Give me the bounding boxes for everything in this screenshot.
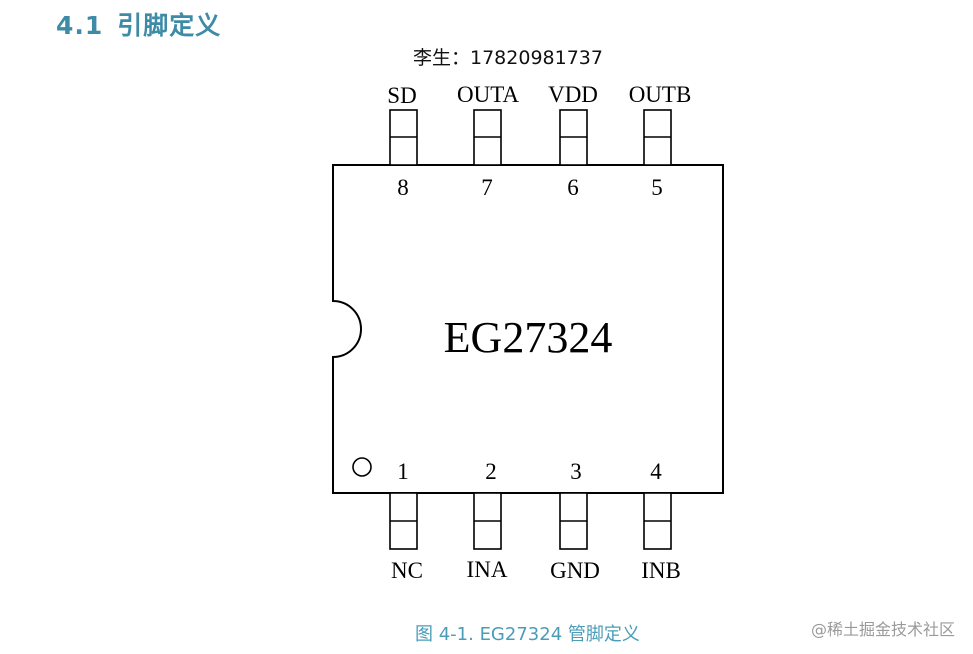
watermark: @稀土掘金技术社区 — [810, 620, 955, 639]
pin-7-number: 7 — [481, 175, 493, 200]
bottom-pin-group: 1 2 3 4 NC INA GND INB — [389, 459, 681, 583]
pin-6-number: 6 — [567, 175, 579, 200]
pin-8-number: 8 — [397, 175, 409, 200]
contact-info: 李生：17820981737 — [413, 47, 603, 69]
section-title-text: 引脚定义 — [117, 11, 222, 40]
pin-2-number: 2 — [485, 459, 497, 484]
pin-6-name: VDD — [548, 82, 598, 107]
figure-caption: 图 4-1. EG27324 管脚定义 — [415, 624, 640, 645]
chip-part-number: EG27324 — [444, 313, 613, 362]
pin-5-number: 5 — [651, 175, 663, 200]
pin-5-name: OUTB — [629, 82, 692, 107]
pin-4-name: INB — [641, 558, 681, 583]
pin-8-name: SD — [387, 83, 416, 108]
pin-1-name: NC — [391, 558, 423, 583]
pin-7-name: OUTA — [457, 82, 519, 107]
pin-2-name: INA — [467, 557, 508, 582]
pin-3-number: 3 — [570, 459, 582, 484]
pin1-marker — [352, 457, 372, 477]
section-number: 4.1 — [56, 11, 104, 40]
section-heading: 4.1 引脚定义 — [56, 6, 221, 42]
pin-4-number: 4 — [650, 459, 662, 484]
top-pin-group: SD OUTA VDD OUTB 8 7 6 5 — [387, 82, 691, 200]
chip-body — [332, 164, 724, 494]
pin-1-number: 1 — [397, 459, 409, 484]
pin-3-name: GND — [550, 558, 600, 583]
